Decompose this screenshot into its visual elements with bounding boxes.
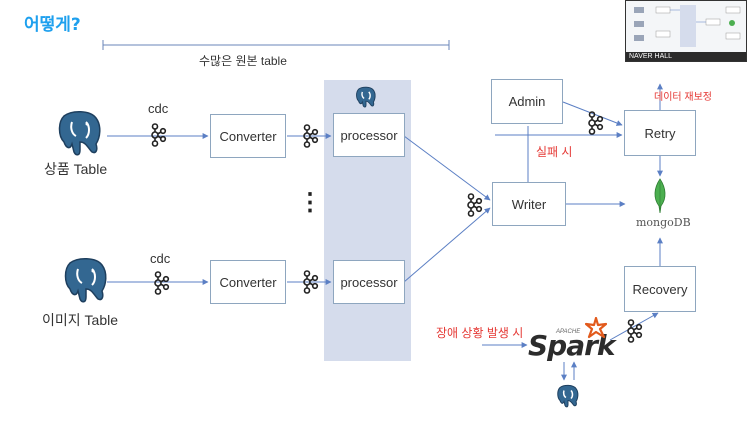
cdc-label: cdc <box>150 251 171 266</box>
recovery-box: Recovery <box>624 266 696 312</box>
bracket-label: 수많은 원본 table <box>199 54 287 68</box>
cdc-label: cdc <box>148 101 169 116</box>
ellipsis: ⋮ <box>298 189 322 216</box>
source-label: 이미지 Table <box>42 312 118 328</box>
page-title: 어떻게? <box>24 15 81 35</box>
mongodb-label: mongoDB <box>636 216 691 229</box>
postgres-elephant-icon <box>356 86 376 108</box>
writer-box: Writer <box>492 182 566 226</box>
postgres-elephant-icon <box>64 258 107 303</box>
source-label: 상품 Table <box>44 161 108 177</box>
bracket <box>102 40 450 50</box>
spark-star-icon <box>585 317 607 339</box>
postgres-elephant-icon <box>557 384 579 408</box>
kafka-icon <box>588 111 604 135</box>
converter-box: Converter <box>210 114 286 158</box>
kafka-icon <box>151 123 167 147</box>
thumbnail-caption: NAVER HALL <box>626 52 746 61</box>
incident-label: 장애 상황 발생 시 <box>436 326 524 340</box>
kafka-icon <box>154 271 170 295</box>
kafka-icon <box>303 270 319 294</box>
processor-box: processor <box>333 260 405 304</box>
retry-box: Retry <box>624 110 696 156</box>
republish-label: 데이터 재보정 <box>654 92 712 103</box>
spark-apache-label: APACHE <box>556 329 581 335</box>
mongodb-leaf-icon <box>654 178 666 214</box>
failure-label: 실패 시 <box>536 145 573 159</box>
kafka-icon <box>467 193 483 217</box>
processor-box: processor <box>333 113 405 157</box>
postgres-elephant-icon <box>58 111 101 156</box>
kafka-icon <box>627 319 643 343</box>
admin-box: Admin <box>491 79 563 124</box>
converter-box: Converter <box>210 260 286 304</box>
kafka-icon <box>303 124 319 148</box>
